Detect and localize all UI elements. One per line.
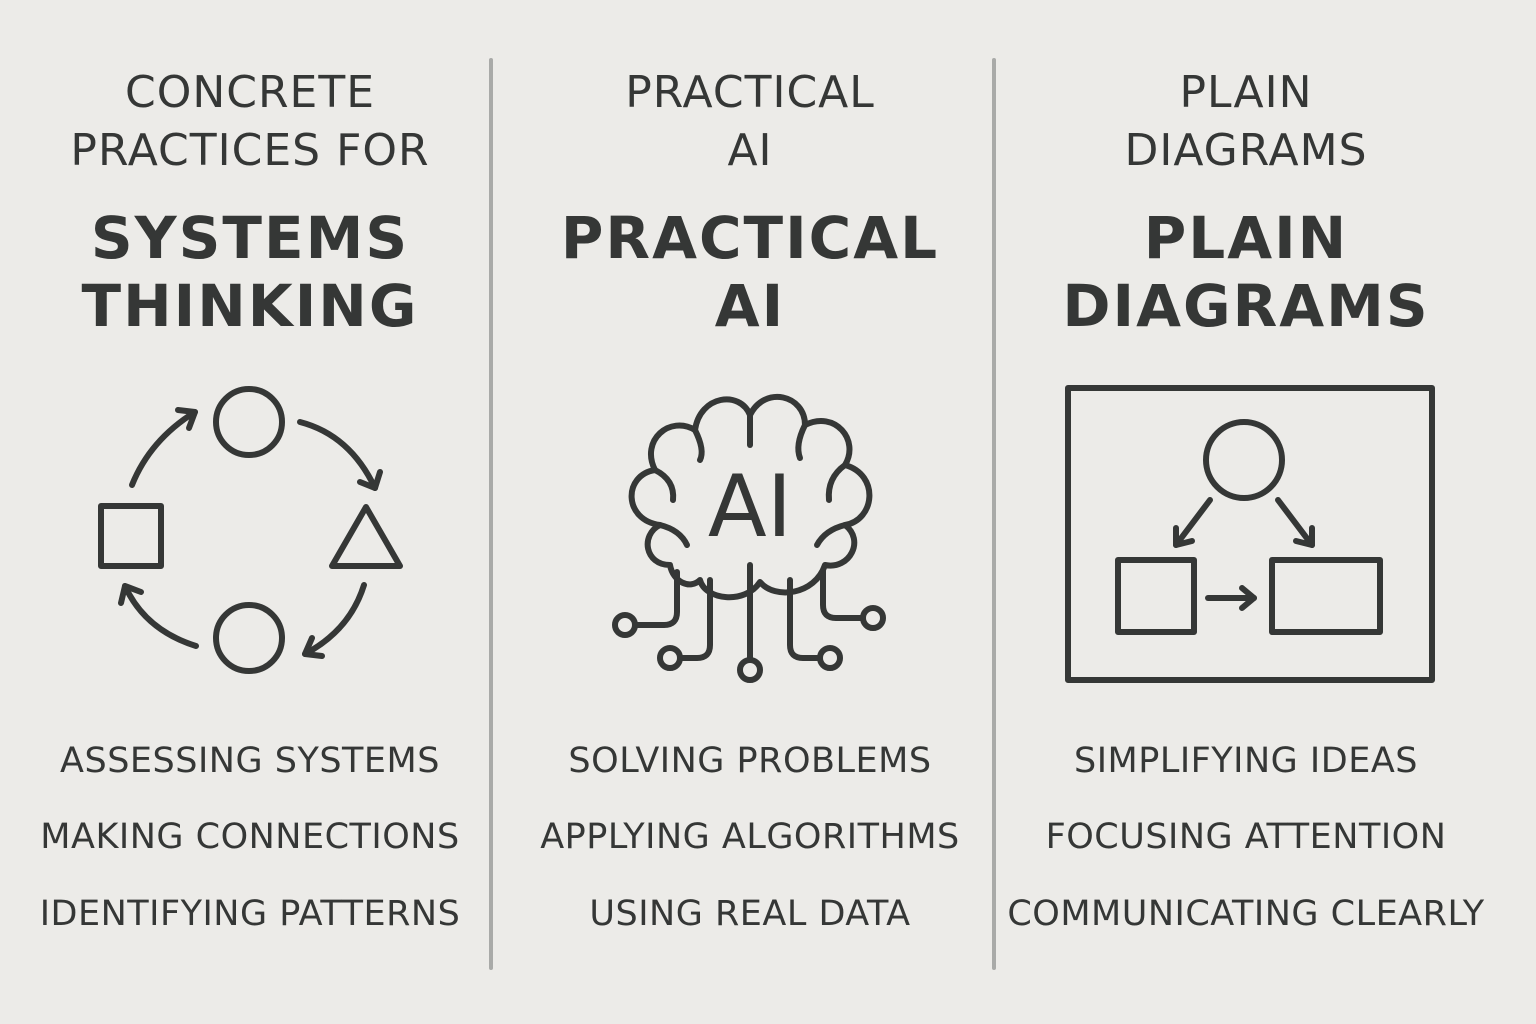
list-item: Solving Problems xyxy=(568,741,932,781)
title-line: Plain xyxy=(1143,204,1349,272)
arrow-icon xyxy=(302,582,367,657)
ai-brain-icon: AI xyxy=(612,394,886,683)
flowchart-icon xyxy=(1065,385,1435,683)
box-node xyxy=(1115,557,1197,635)
title-line: Diagrams xyxy=(1062,272,1430,340)
circuit-line xyxy=(820,567,866,621)
arrow-icon xyxy=(1173,497,1213,548)
circle-node xyxy=(1203,419,1285,501)
title-line: Practical xyxy=(560,204,940,272)
subtitle-line: Diagrams xyxy=(1124,125,1368,176)
list-item: Identifying Patterns xyxy=(39,894,461,934)
list-item: Assessing Systems xyxy=(60,741,440,781)
column-subtitle: Practical AI xyxy=(495,64,1005,180)
column-divider xyxy=(489,58,493,970)
arrow-icon xyxy=(297,419,378,491)
column-title: Systems Thinking xyxy=(0,204,500,340)
column-divider xyxy=(992,58,996,970)
cycle-diagram-icon xyxy=(98,386,403,674)
ai-text: AI xyxy=(708,457,792,557)
circuit-node xyxy=(612,612,638,638)
arrow-icon xyxy=(129,409,198,488)
circuit-node xyxy=(737,657,763,683)
circuit-line xyxy=(677,577,713,661)
arrow-icon xyxy=(122,583,199,649)
circle-shape xyxy=(213,602,285,674)
list-item: Making Connections xyxy=(40,817,460,857)
circuit-node xyxy=(860,605,886,631)
arrow-icon xyxy=(1275,497,1315,548)
title-line: Thinking xyxy=(81,272,419,340)
column-title: Plain Diagrams xyxy=(996,204,1496,340)
title-line: Systems xyxy=(90,204,410,272)
list-item: Using Real Data xyxy=(589,894,911,934)
circuit-line xyxy=(632,569,680,628)
circuit-node xyxy=(817,645,843,671)
column-subtitle: Plain Diagrams xyxy=(996,64,1496,180)
box-node xyxy=(1269,557,1383,635)
subtitle-line: Practical xyxy=(625,67,875,118)
column-practical-ai: Practical AI Practical AI xyxy=(495,0,1005,1024)
subtitle-line: AI xyxy=(727,125,773,176)
list-item: Focusing Attention xyxy=(1045,817,1447,857)
column-title: Practical AI xyxy=(495,204,1005,340)
list-item: Applying Algorithms xyxy=(540,817,960,857)
circuit-node xyxy=(657,645,683,671)
brain-outline xyxy=(628,394,873,601)
diagram-frame xyxy=(1065,385,1435,683)
circuit-line xyxy=(787,577,823,661)
column-subtitle: Concrete Practices for xyxy=(0,64,500,180)
column-plain-diagrams: Plain Diagrams Plain Diagrams Simplifyin… xyxy=(996,0,1496,1024)
subtitle-line: Concrete xyxy=(124,67,376,118)
list-item: Simplifying Ideas xyxy=(1074,741,1418,781)
square-shape xyxy=(98,503,164,569)
triangle-shape xyxy=(329,504,403,569)
subtitle-line: Plain xyxy=(1179,67,1313,118)
subtitle-line: Practices for xyxy=(70,125,430,176)
circle-shape xyxy=(213,386,285,458)
column-systems-thinking: Concrete Practices for Systems Thinking xyxy=(0,0,500,1024)
title-line: AI xyxy=(714,272,786,340)
list-item: Communicating Clearly xyxy=(1007,894,1485,934)
